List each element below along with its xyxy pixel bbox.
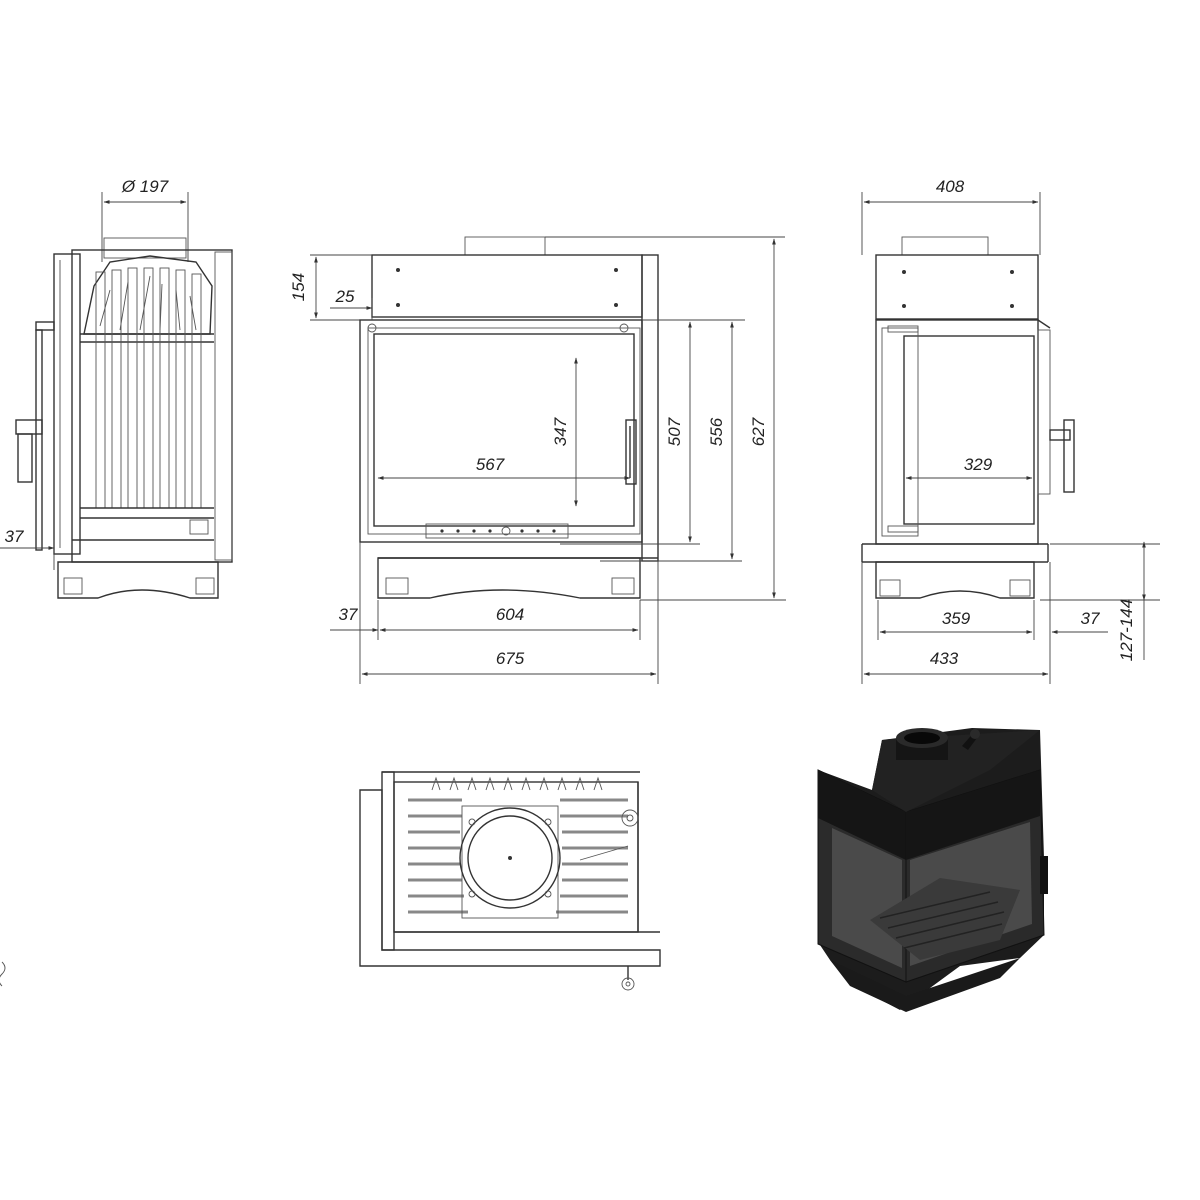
dim-right-leg-height: 127-144 [1117, 599, 1136, 661]
dim-front-leg-span: 604 [496, 605, 524, 624]
dim-right-top-width: 408 [936, 177, 965, 196]
dim-right-leg-offset: 37 [1081, 609, 1100, 628]
edge-mark [0, 961, 6, 987]
dim-front-glass-width: 567 [476, 455, 505, 474]
dim-front-total-width: 675 [496, 649, 525, 668]
dim-front-door-height: 507 [665, 417, 684, 446]
right-view: 408 329 359 [861, 177, 1160, 684]
dim-front-body-height: 556 [707, 417, 726, 446]
dim-right-total-width: 433 [930, 649, 959, 668]
dim-front-top-height: 154 [289, 273, 308, 301]
dim-front-total-height: 627 [749, 417, 768, 446]
front-view: 347 567 154 25 507 556 627 37 604 [289, 236, 786, 684]
insert-3d-render [817, 728, 1048, 1012]
dim-front-leg-offset: 37 [339, 605, 358, 624]
dim-right-leg-span: 359 [942, 609, 971, 628]
dim-right-glass-width: 329 [964, 455, 993, 474]
dim-front-top-offset: 25 [335, 287, 355, 306]
dim-front-glass-height: 347 [551, 417, 570, 446]
dim-side-front-offset: 37 [5, 527, 24, 546]
side-view: Ø 197 [0, 177, 233, 599]
dim-flue-diameter: Ø 197 [121, 177, 169, 196]
top-view [359, 771, 661, 991]
